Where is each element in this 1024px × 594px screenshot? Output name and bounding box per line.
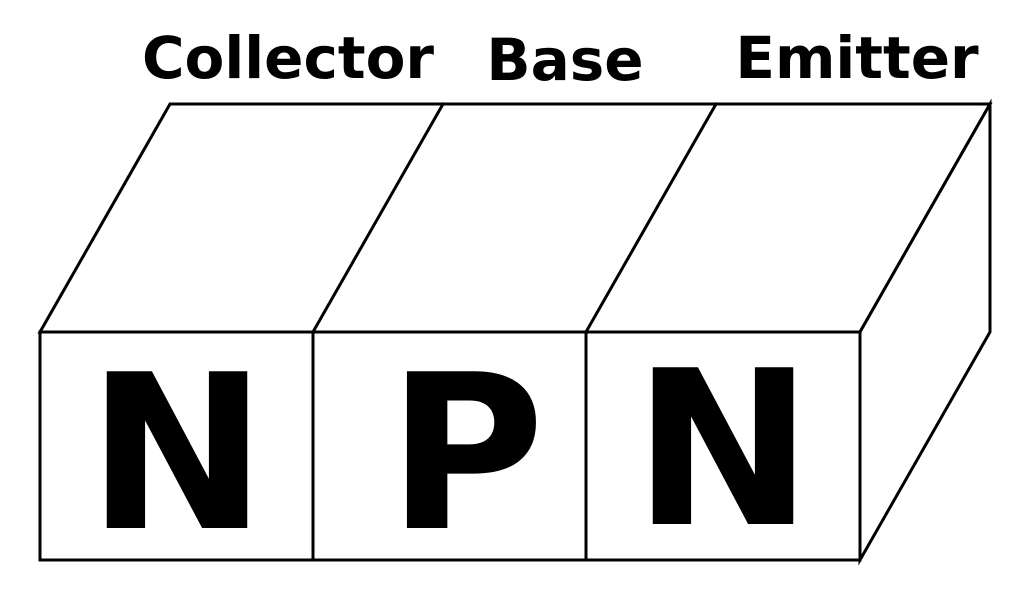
collector-type-letter: N <box>87 328 267 579</box>
base-type-letter: P <box>387 328 545 579</box>
block-front-face <box>38 330 862 562</box>
emitter-label: Emitter <box>735 24 979 92</box>
top-divider-collector-base <box>310 101 446 335</box>
base-label: Base <box>486 26 643 94</box>
block-top-face <box>37 102 993 334</box>
top-divider-base-emitter <box>583 101 719 335</box>
collector-label: Collector <box>142 24 434 92</box>
emitter-type-letter: N <box>633 324 813 575</box>
